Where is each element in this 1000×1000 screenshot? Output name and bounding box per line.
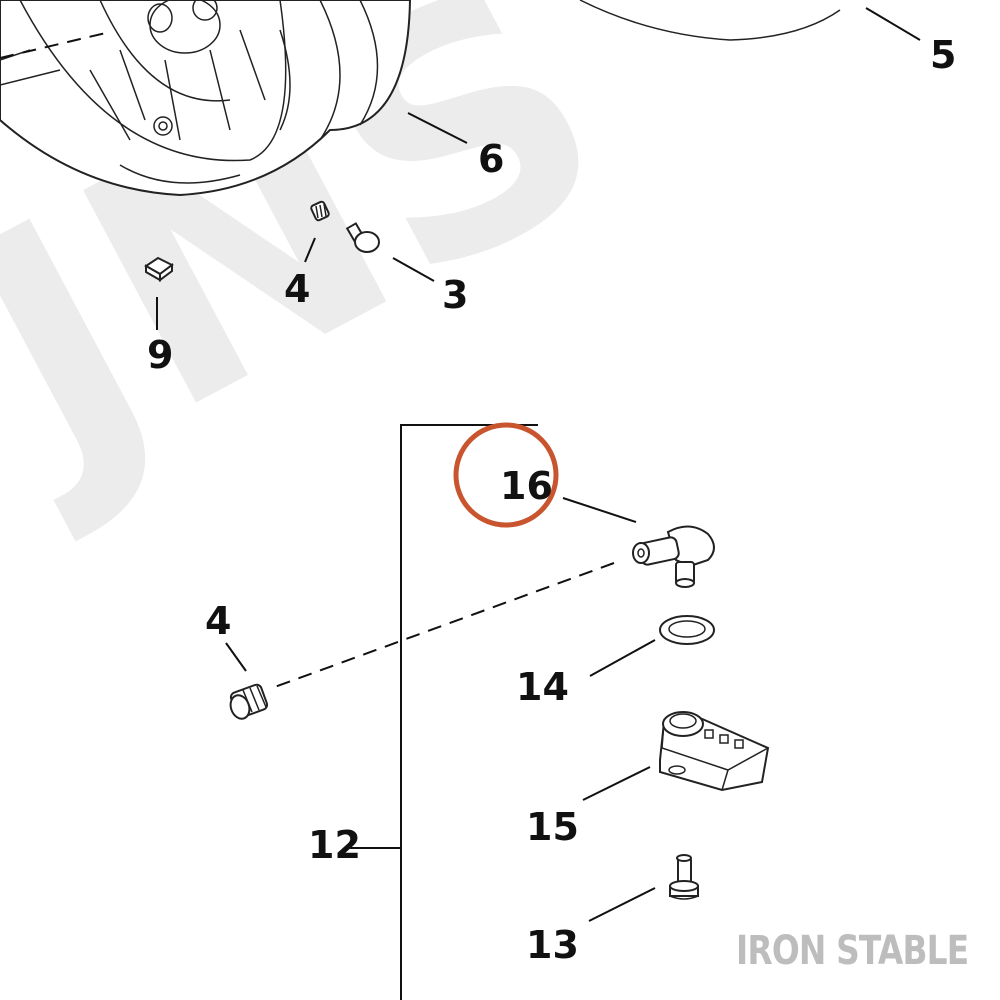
- callout-16: 16: [500, 464, 553, 508]
- callout-5: 5: [930, 33, 956, 77]
- balance-weight: [144, 256, 174, 282]
- valve-stem: [345, 222, 380, 253]
- leader-3: [392, 257, 435, 282]
- callout-14: 14: [516, 665, 569, 709]
- wheel-axis-dashed-line: [0, 31, 111, 59]
- wheel-rim: [0, 0, 412, 197]
- assembly-dashed-line: [271, 562, 615, 689]
- leader-6: [407, 112, 468, 144]
- highlight-circle: [453, 422, 559, 528]
- wheel-inner-ring: [19, 0, 287, 162]
- brand-logo-text: IRON STABLE: [735, 928, 969, 974]
- leader-4-lower: [225, 642, 247, 672]
- callout-4-lower: 4: [205, 599, 231, 643]
- callout-15: 15: [526, 805, 579, 849]
- tire-edge: [579, 0, 841, 41]
- valve-cap-large: [229, 683, 269, 720]
- sealing-washer: [659, 615, 715, 645]
- leader-4-upper: [304, 237, 316, 263]
- leader-15: [582, 766, 651, 801]
- callout-9: 9: [147, 333, 173, 377]
- wheel-spokes: [89, 29, 266, 141]
- leader-13: [588, 887, 656, 922]
- valve-cap-small: [310, 200, 330, 222]
- wheel-outer: [0, 0, 412, 197]
- tpms-valve-stem: [632, 525, 715, 588]
- leader-5: [865, 7, 921, 41]
- leader-16: [562, 497, 637, 523]
- callout-4-upper: 4: [284, 267, 310, 311]
- leader-14: [589, 639, 656, 677]
- callout-3: 3: [442, 273, 468, 317]
- tpms-sensor: [659, 711, 770, 792]
- wheel-valve-hole: [153, 116, 173, 136]
- callout-12: 12: [308, 823, 361, 867]
- callout-6: 6: [478, 137, 504, 181]
- sensor-screw: [669, 854, 699, 900]
- callout-13: 13: [526, 923, 579, 967]
